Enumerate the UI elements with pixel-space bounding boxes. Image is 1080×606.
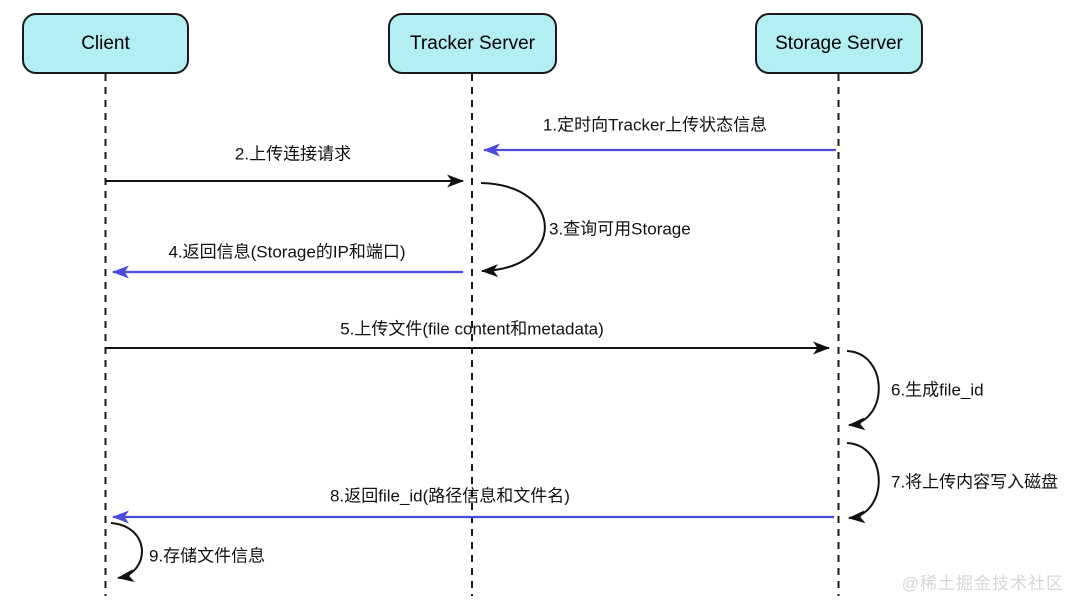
message-4-label: 4.返回信息(Storage的IP和端口) [168,242,406,262]
watermark: @稀土掘金技术社区 [901,574,1064,593]
message-7-self-loop-arrow [846,442,880,524]
message-6-self-loop-arrow [846,350,880,431]
message-5-label: 5.上传文件(file content和metadata) [340,319,604,339]
actor-client-label: Client [81,32,130,54]
message-8-label: 8.返回file_id(路径信息和文件名) [330,486,570,506]
actor-storage-server: Storage Server [755,13,923,74]
actor-client: Client [22,13,189,74]
message-6-label: 6.生成file_id [891,380,984,400]
message-3-self-loop-arrow [480,182,546,278]
actor-tracker-server-label: Tracker Server [410,32,535,54]
message-7-label: 7.将上传内容写入磁盘 [891,472,1059,492]
message-2-label: 2.上传连接请求 [234,144,352,164]
actor-storage-server-label: Storage Server [775,32,903,54]
message-9-label: 9.存储文件信息 [149,546,266,566]
message-1-label: 1.定时向Tracker上传状态信息 [542,115,768,135]
message-3-label: 3.查询可用Storage [549,219,691,239]
actor-tracker-server: Tracker Server [388,13,557,74]
message-9-self-loop-arrow [110,522,143,583]
